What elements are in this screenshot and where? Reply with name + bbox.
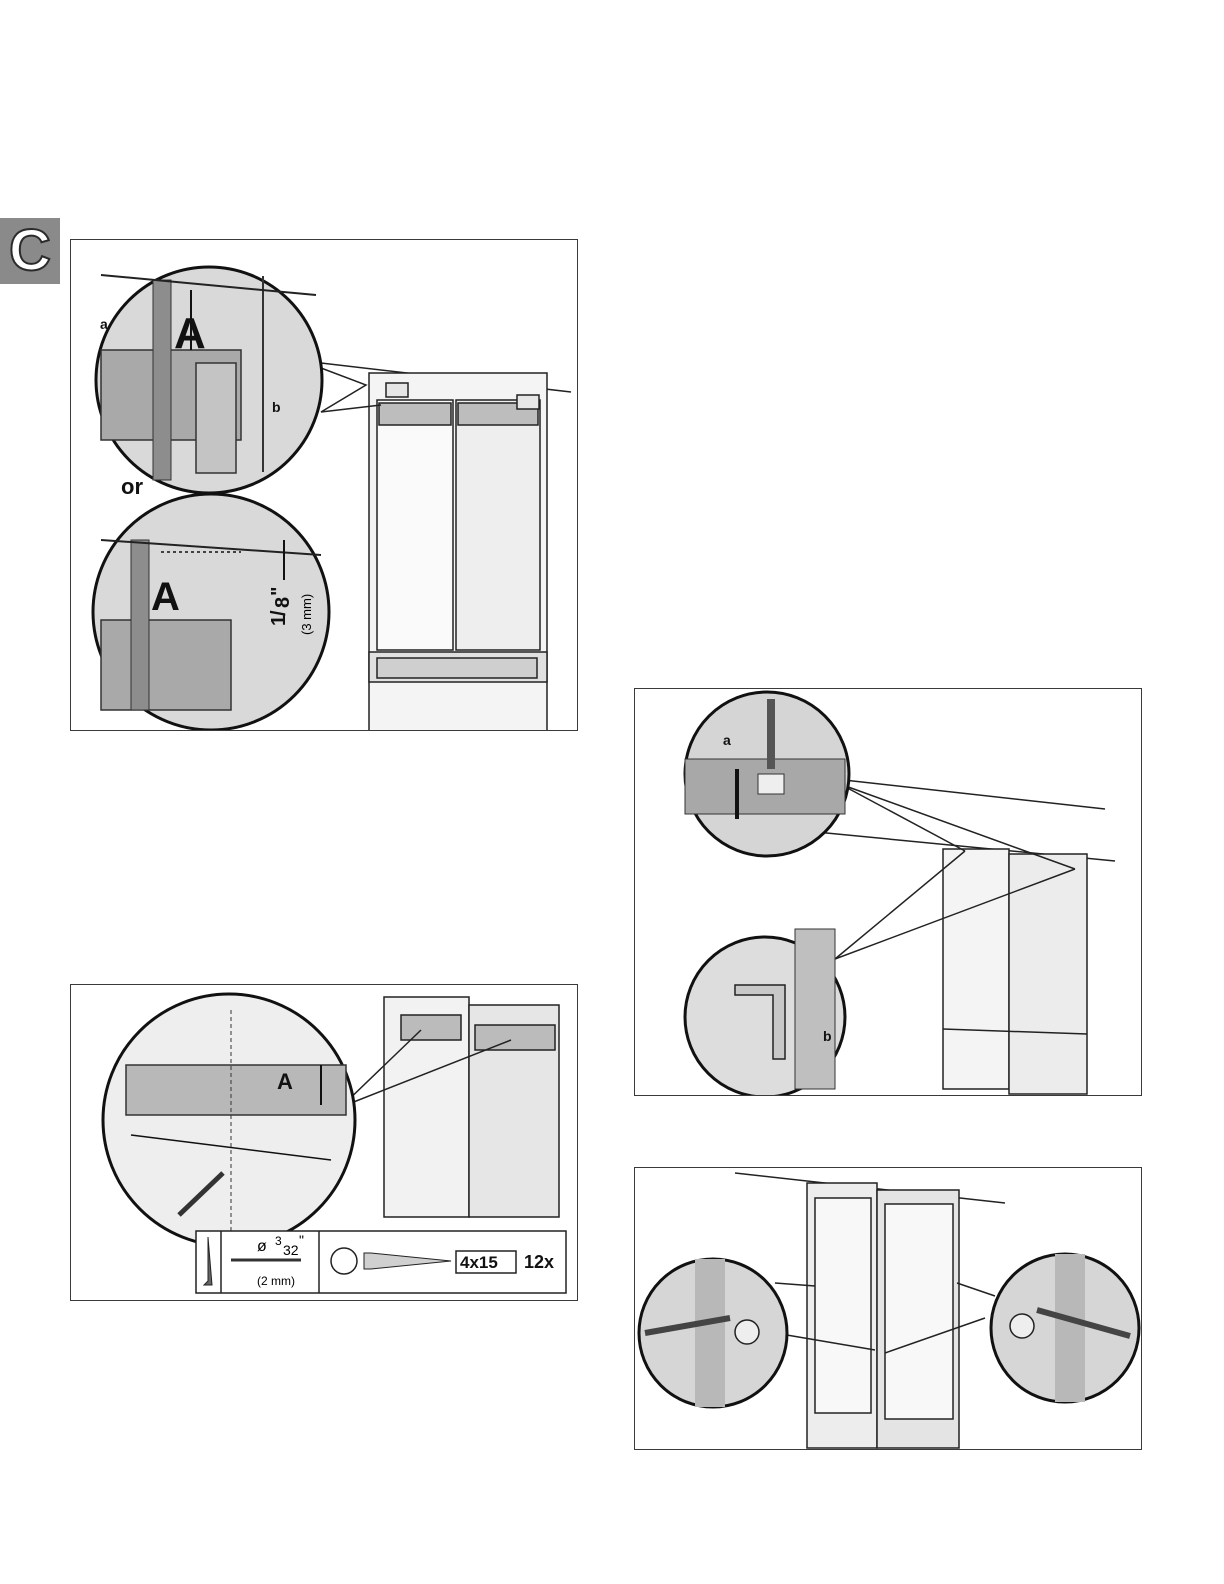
cam-fitting-icon	[1010, 1314, 1034, 1338]
dimension-a-bottom-label: A	[151, 575, 180, 619]
figure-3-illustration: a b	[635, 689, 1141, 1095]
section-letter: C	[9, 222, 51, 280]
drill-inch-mark: "	[299, 1232, 304, 1248]
figure-door-side-screws	[634, 1167, 1142, 1450]
figure-1-illustration: a A b or A 1 / 8 " (3 mm)	[71, 240, 577, 730]
figure-bracket-mounting: A ø 3 32 " (2 mm) 4x15 12x	[70, 984, 578, 1301]
magnifier-top	[96, 267, 322, 493]
callout-b-label: b	[272, 399, 281, 415]
torx-head-icon	[331, 1248, 357, 1274]
magnifier-bottom	[685, 929, 845, 1095]
drill-metric-label: (2 mm)	[257, 1274, 295, 1288]
gap-inch-mark: "	[268, 587, 290, 596]
callout-a-label: a	[723, 732, 731, 748]
magnifier-left	[639, 1259, 787, 1407]
gap-metric-label: (3 mm)	[299, 594, 314, 635]
magnifier-bottom	[93, 494, 329, 730]
gap-fraction-slash: /	[268, 610, 290, 616]
screw-size-label: 4x15	[460, 1253, 498, 1272]
figure-4-illustration	[635, 1168, 1141, 1449]
cam-fitting-icon	[735, 1320, 759, 1344]
figure-door-height-alignment: a A b or A 1 / 8 " (3 mm)	[70, 239, 578, 731]
screw-quantity-label: 12x	[524, 1252, 554, 1272]
figure-2-illustration: A ø 3 32 " (2 mm) 4x15 12x	[71, 985, 577, 1300]
dimension-a-label: A	[277, 1069, 293, 1094]
magnifier	[103, 994, 355, 1246]
door-panels	[384, 997, 559, 1217]
drill-fraction-num: 3	[275, 1234, 282, 1248]
or-label: or	[121, 474, 143, 499]
appliance-overview	[321, 363, 571, 730]
callout-a-label: a	[100, 316, 108, 332]
gap-fraction-den: 8	[272, 597, 294, 608]
callout-b-label: b	[823, 1028, 832, 1044]
drill-fraction-den: 32	[283, 1242, 299, 1258]
magnifier-right	[991, 1254, 1139, 1402]
section-tab: C	[0, 218, 60, 284]
drill-diameter-symbol: ø	[257, 1238, 267, 1255]
dimension-a-label: A	[174, 309, 206, 358]
hardware-legend	[196, 1231, 566, 1293]
figure-height-adjustment: a b	[634, 688, 1142, 1096]
magnifier-top	[685, 692, 849, 856]
